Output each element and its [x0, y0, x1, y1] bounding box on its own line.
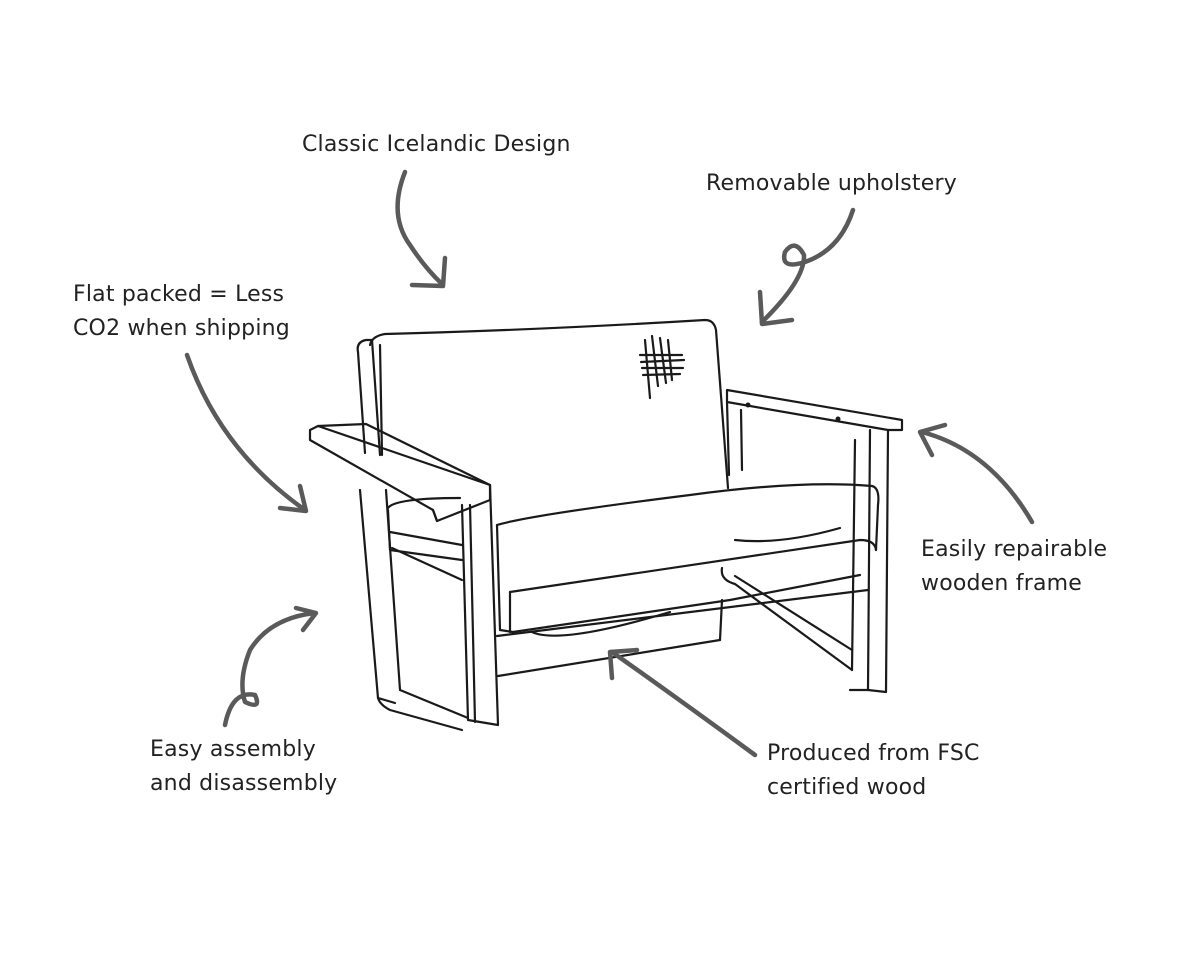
- callout-fsc: Produced from FSC certified wood: [767, 737, 980, 805]
- callout-line: wooden frame: [921, 571, 1082, 596]
- callout-upholstery: Removable upholstery: [706, 167, 957, 201]
- callout-line: Flat packed = Less: [73, 282, 285, 307]
- callout-line: certified wood: [767, 775, 927, 800]
- callout-line: Easy assembly: [150, 737, 316, 762]
- callout-line: CO2 when shipping: [73, 316, 290, 341]
- callout-line: and disassembly: [150, 771, 338, 796]
- arrow-design: [395, 169, 448, 289]
- arrow-upholstery: [757, 207, 856, 327]
- callout-line: Produced from FSC: [767, 741, 980, 766]
- arrow-flat-packed: [184, 352, 309, 514]
- callout-assembly: Easy assembly and disassembly: [150, 733, 337, 801]
- arrow-fsc: [607, 647, 758, 758]
- callout-design: Classic Icelandic Design: [302, 128, 571, 162]
- callout-flat-packed: Flat packed = Less CO2 when shipping: [73, 278, 290, 346]
- sofa-illustration: [308, 318, 904, 732]
- fabric-hatch: [638, 334, 686, 400]
- callout-line: Classic Icelandic Design: [302, 132, 571, 157]
- arrow-repairable: [917, 422, 1035, 525]
- callout-repairable: Easily repairable wooden frame: [921, 533, 1107, 601]
- callout-line: Easily repairable: [921, 537, 1108, 562]
- arrow-assembly: [222, 605, 319, 728]
- callout-line: Removable upholstery: [706, 171, 957, 196]
